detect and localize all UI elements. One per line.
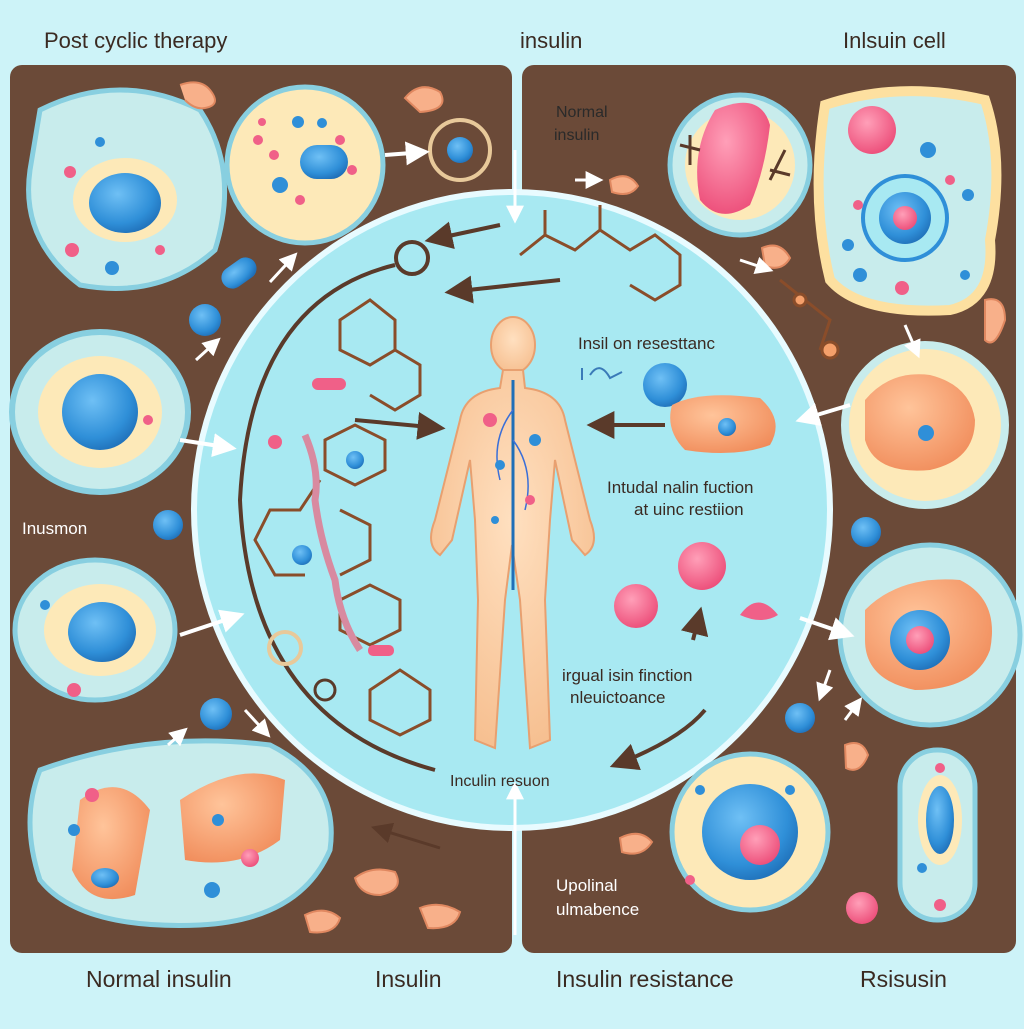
arc-arrow-bottom <box>609 708 707 771</box>
molecule-chain-icon <box>253 205 682 737</box>
footer-label-2: Insulin <box>375 966 442 992</box>
blue-in-chain-2 <box>346 451 364 469</box>
label-insulin-resuon: Inculin resuon <box>450 773 550 790</box>
cell-left-4 <box>27 738 334 928</box>
arrow-small-r2 <box>816 669 834 702</box>
arrow-left-2 <box>179 433 237 457</box>
cell-left-3 <box>12 557 178 703</box>
label-function-2: at uinc restiion <box>634 500 744 519</box>
arrow-bottom-left <box>370 822 441 850</box>
arrow-right-3 <box>795 402 851 426</box>
label-function-1: Intudal nalin fuction <box>607 478 754 497</box>
pink-in-chain <box>268 435 282 449</box>
cell-top-right-1 <box>667 92 813 238</box>
peach-squiggle-10 <box>618 832 654 855</box>
label-normal-insulin-2: insulin <box>554 127 600 144</box>
arrow-small-3 <box>194 337 221 362</box>
blue-ball <box>189 304 221 336</box>
pink-ball-inner-2 <box>614 584 658 628</box>
peach-squiggle-6 <box>608 175 640 195</box>
footer-label-4: Rsisusin <box>860 966 947 992</box>
arrow-small-r3 <box>843 697 863 721</box>
peach-squiggle-5 <box>418 903 462 930</box>
small-blue-ball <box>447 137 473 163</box>
header-right-title: Inlsuin cell <box>843 28 946 53</box>
label-insusmon: Inusmon <box>22 519 88 538</box>
arrow-left-3 <box>179 609 245 637</box>
arrow-to-body <box>354 411 446 440</box>
cell-right-4 <box>837 542 1023 728</box>
label-irgual-2: nleuictoance <box>570 688 666 707</box>
pink-molecule-1 <box>312 378 346 390</box>
label-normal-insulin-1: Normal <box>556 104 608 121</box>
pink-chain <box>301 433 363 652</box>
enzyme-glyph-icon <box>779 278 840 360</box>
pink-molecule-2 <box>368 645 394 656</box>
peach-squiggle-4 <box>303 909 342 934</box>
arrow-small-1 <box>268 252 298 284</box>
blue-ball-r1 <box>851 517 881 547</box>
cell-right-3 <box>841 341 1009 509</box>
peach-squiggle-1 <box>179 81 216 110</box>
pink-ball-br <box>846 892 878 924</box>
arrow-small-4 <box>167 727 188 747</box>
arrow-top-arc <box>424 221 501 249</box>
label-irgual-1: irgual isin finction <box>562 666 693 685</box>
arrow-resist <box>444 275 561 304</box>
cell-top-right-2 <box>813 86 1002 316</box>
ring-glyph-2 <box>267 630 303 666</box>
footer-label-3: Insulin resistance <box>556 966 734 992</box>
pink-shell-inner <box>740 602 778 620</box>
blue-capsule <box>221 257 257 289</box>
arrow-small-r1 <box>903 324 921 359</box>
cell-left-1 <box>26 87 228 291</box>
ring-glyph-3 <box>313 678 337 702</box>
cell-left-2 <box>9 329 191 495</box>
footer-label-1: Normal insulin <box>86 966 232 992</box>
arrow-up <box>680 606 709 641</box>
blue-ball-3 <box>200 698 232 730</box>
graph-glyph <box>581 367 623 380</box>
peach-squiggle-2 <box>403 86 444 114</box>
arc-arrow-left <box>237 263 436 772</box>
cell-bottom-right-2 <box>897 747 978 923</box>
blue-ball-2 <box>153 510 183 540</box>
cell-bottom-right-1 <box>669 751 831 913</box>
blue-ball-r2 <box>785 703 815 733</box>
blue-in-chain <box>292 545 312 565</box>
blue-ball-inner <box>643 363 687 407</box>
cell-top-2 <box>224 84 386 246</box>
arrow-small-r5 <box>739 256 774 274</box>
blue-dot-inner <box>718 418 736 436</box>
arrow-right-4 <box>799 616 855 641</box>
header-left-title: Post cyclic therapy <box>44 28 228 53</box>
pink-ball-inner-1 <box>678 542 726 590</box>
small-ring <box>428 118 492 182</box>
arrow-top <box>384 141 430 166</box>
label-upolinal-1: Upolinal <box>556 876 618 895</box>
arrow-small-2 <box>243 708 271 738</box>
peach-squiggle-9 <box>843 742 870 771</box>
label-upolinal-2: ulmabence <box>556 900 640 919</box>
label-resistance: Insil on resesttanc <box>578 334 716 353</box>
peach-squiggle-3 <box>353 868 399 897</box>
ring-glyph-1 <box>394 240 430 276</box>
header-center-title: insulin <box>520 28 583 53</box>
human-figure-icon <box>430 316 595 750</box>
peach-squiggle-8 <box>984 298 1007 344</box>
